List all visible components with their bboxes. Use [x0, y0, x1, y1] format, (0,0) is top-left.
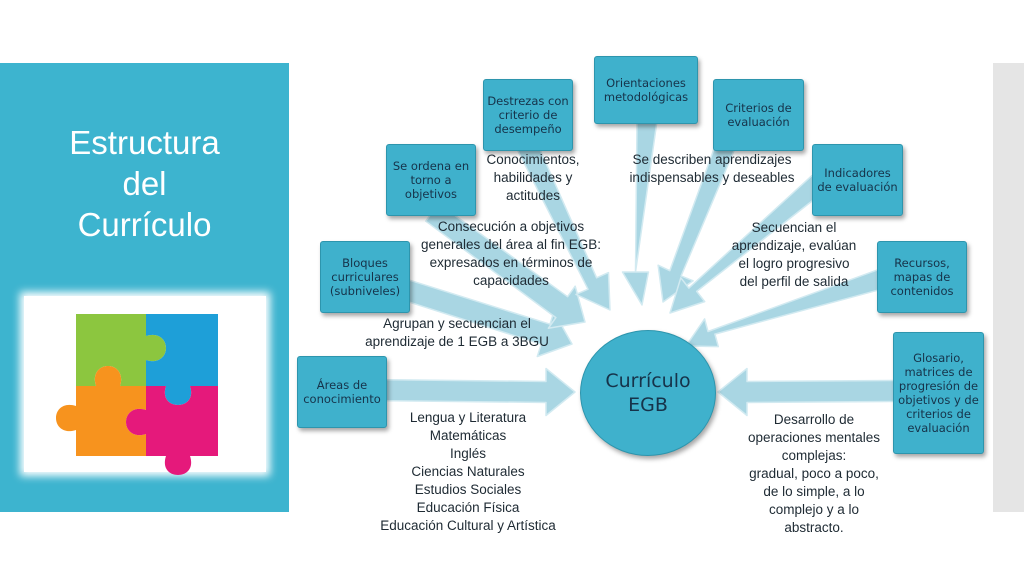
desc-line: capacidades: [473, 273, 549, 288]
box-indicadores: Indicadores de evaluación: [812, 144, 903, 216]
desc-line: generales del área al fin EGB:: [420, 237, 602, 252]
puzzle-piece-orange: [56, 366, 146, 456]
desc-line: aprendizaje de 1 EGB a 3BGU: [365, 334, 549, 349]
box-line: Recursos,: [894, 256, 950, 270]
desc-orientaciones: Se describen aprendizajes indispensables…: [618, 151, 806, 187]
box-line: conocimiento: [303, 392, 381, 406]
box-line: desempeño: [494, 122, 562, 136]
box-line: criterio de: [498, 108, 558, 122]
desc-line: complejo y a lo: [768, 502, 860, 517]
box-line: Indicadores: [824, 166, 891, 180]
desc-line: abstracto.: [784, 520, 844, 535]
desc-line: Educación Cultural y Artística: [380, 518, 556, 533]
arrow-bloques: [400, 278, 573, 358]
desc-objetivos: Consecución a objetivos generales del ár…: [412, 218, 610, 290]
box-line: metodológicas: [603, 90, 689, 104]
desc-line: Desarrollo de: [773, 412, 855, 427]
box-line: objetivos: [404, 187, 458, 201]
desc-line: Lengua y Literatura: [409, 410, 527, 425]
desc-indicadores: Secuencian el aprendizaje, evalúan el lo…: [722, 219, 866, 291]
arrow-areas: [372, 367, 576, 417]
desc-glosario: Desarrollo de operaciones mentales compl…: [739, 411, 889, 537]
arrow-orientaciones: [621, 120, 658, 306]
box-line: Criterios de: [725, 101, 792, 115]
box-line: Se ordena en: [392, 159, 470, 173]
box-line: Áreas de: [316, 378, 368, 392]
desc-line: Educación Física: [416, 500, 520, 515]
center-line: Currículo: [605, 370, 691, 392]
desc-line: Se describen aprendizajes: [632, 152, 792, 167]
desc-areas: Lengua y Literatura Matemáticas Inglés C…: [368, 409, 568, 535]
box-line: evaluación: [727, 115, 790, 129]
center-node-curriculo-egb: Currículo EGB: [580, 330, 716, 456]
box-line: contenidos: [890, 284, 954, 298]
box-recursos: Recursos, mapas de contenidos: [877, 241, 967, 313]
arrow-destrezas: [514, 136, 611, 311]
box-line: Orientaciones: [606, 76, 686, 90]
right-side-strip: [993, 63, 1024, 512]
box-criterios: Criterios de evaluación: [713, 79, 804, 151]
arrow-objetivos: [425, 202, 586, 329]
box-line: matrices de: [904, 365, 973, 379]
desc-line: actitudes: [505, 188, 561, 203]
desc-line: Inglés: [449, 446, 487, 461]
box-destrezas: Destrezas con criterio de desempeño: [483, 79, 573, 151]
desc-line: Estudios Sociales: [414, 482, 522, 497]
box-areas-de-conocimiento: Áreas de conocimiento: [297, 356, 387, 428]
desc-line: Matemáticas: [429, 428, 507, 443]
arrow-glosario: [717, 367, 896, 417]
desc-line: de lo simple, a lo: [763, 484, 865, 499]
box-line: de evaluación: [817, 180, 898, 194]
title-line: del: [122, 165, 167, 202]
desc-line: indispensables y deseables: [629, 170, 795, 185]
desc-line: habilidades y: [493, 170, 573, 185]
arrow-indicadores: [669, 174, 825, 314]
puzzle-piece-green: [76, 314, 166, 386]
arrow-criterios: [657, 127, 741, 303]
box-se-ordena-objetivos: Se ordena en torno a objetivos: [386, 144, 476, 216]
puzzle-icon: [56, 314, 218, 475]
box-line: Bloques: [342, 256, 388, 270]
desc-line: Conocimientos,: [486, 152, 580, 167]
desc-line: gradual, poco a poco,: [749, 466, 879, 481]
desc-line: aprendizaje, evalúan: [731, 238, 857, 253]
arrow-recursos: [685, 267, 888, 348]
box-line: (subniveles): [329, 284, 401, 298]
desc-line: expresados en términos de: [429, 255, 593, 270]
box-line: torno a: [410, 173, 452, 187]
box-line: Destrezas con: [487, 94, 569, 108]
puzzle-piece-pink: [126, 386, 218, 475]
desc-bloques: Agrupan y secuencian el aprendizaje de 1…: [352, 315, 562, 351]
box-line: progresión de: [898, 379, 979, 393]
desc-line: Secuencian el: [751, 220, 837, 235]
desc-line: operaciones mentales: [747, 430, 881, 445]
box-line: objetivos y de: [898, 393, 979, 407]
desc-line: el logro progresivo: [738, 256, 850, 271]
box-glosario: Glosario, matrices de progresión de obje…: [893, 332, 984, 454]
desc-line: del perfil de salida: [739, 274, 849, 289]
title-line: Estructura: [69, 124, 220, 161]
box-line: curriculares: [331, 270, 399, 284]
desc-line: Consecución a objetivos: [437, 219, 585, 234]
box-bloques-curriculares: Bloques curriculares (subniveles): [320, 241, 410, 313]
desc-line: Agrupan y secuencian el: [383, 316, 531, 331]
desc-destrezas: Conocimientos, habilidades y actitudes: [478, 151, 588, 205]
box-line: mapas de: [893, 270, 951, 284]
title-line: Currículo: [77, 206, 212, 243]
box-line: evaluación: [907, 421, 970, 435]
desc-line: Ciencias Naturales: [411, 464, 525, 479]
slide-title: Estructura del Currículo: [0, 122, 289, 245]
box-line: criterios de: [906, 407, 971, 421]
box-line: Glosario,: [913, 351, 964, 365]
center-line: EGB: [628, 394, 668, 416]
desc-line: complejas:: [781, 448, 847, 463]
box-orientaciones: Orientaciones metodológicas: [594, 56, 698, 124]
puzzle-piece-blue: [146, 314, 218, 405]
